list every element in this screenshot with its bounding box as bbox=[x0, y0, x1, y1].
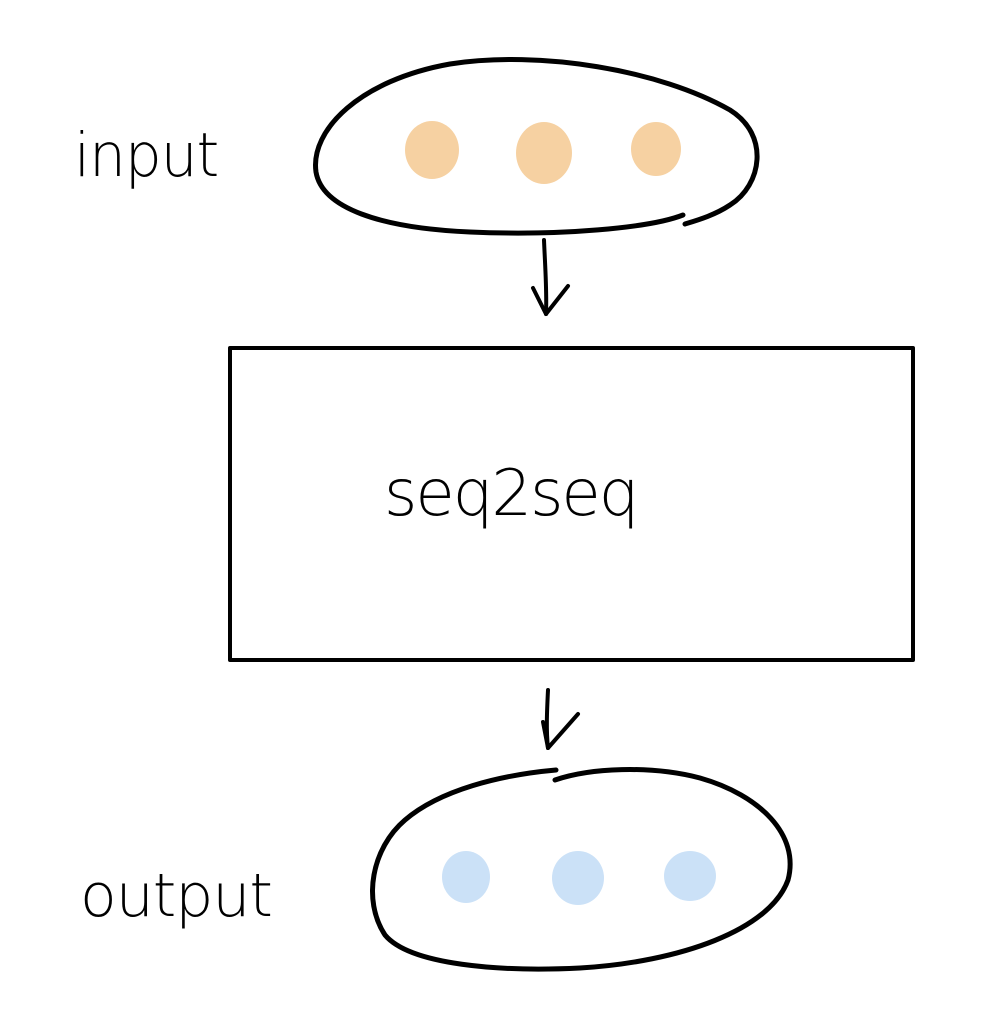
input-token bbox=[516, 122, 572, 184]
output-token bbox=[442, 851, 490, 903]
input-token bbox=[405, 121, 459, 179]
arrow-input-to-model bbox=[542, 238, 549, 316]
input-ellipse bbox=[313, 57, 760, 236]
model-box bbox=[228, 346, 915, 662]
arrow-input-to-model-head bbox=[531, 284, 570, 316]
output-ellipse bbox=[370, 767, 793, 972]
input-token bbox=[631, 122, 681, 176]
model-label: seq2seq bbox=[384, 457, 639, 531]
output-label: output bbox=[80, 861, 273, 931]
output-token bbox=[552, 851, 604, 905]
output-token bbox=[664, 851, 716, 901]
input-label: input bbox=[74, 119, 219, 191]
arrow-model-to-output-head bbox=[541, 712, 580, 750]
